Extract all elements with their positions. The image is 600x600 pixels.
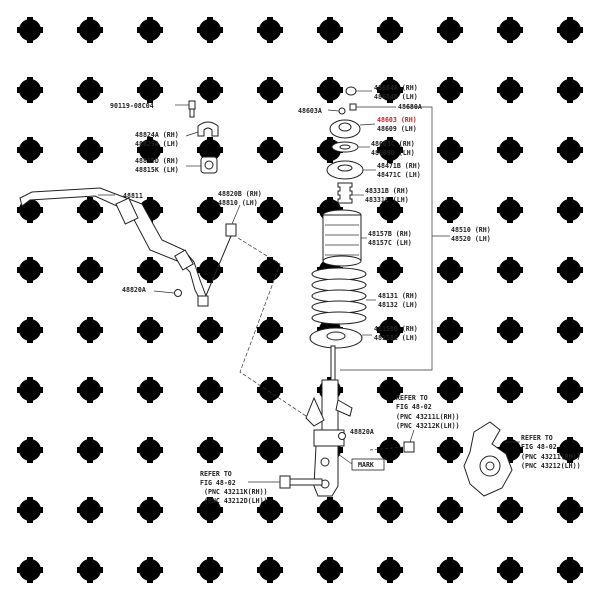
label-48684b: 48684B (LH) xyxy=(374,93,418,101)
label-48331c: 48331C (LH) xyxy=(365,196,409,204)
label-48680a: 48680A xyxy=(398,103,422,111)
label-48829a: 48829A (LH) xyxy=(135,140,179,148)
shock-absorber-icon xyxy=(305,345,353,497)
steering-knuckle-icon xyxy=(463,421,513,497)
top-cap-icon xyxy=(345,86,357,96)
label-48603-highlighted: 48603 (RH) xyxy=(377,116,417,124)
label-48157c: 48157C (LH) xyxy=(368,239,412,247)
label-mark: MARK xyxy=(358,461,374,469)
nut-48820a-right-icon xyxy=(338,432,346,440)
ref-right-line-2: FIG 48-02 xyxy=(521,443,557,451)
ref-center-line-3: (PNC 43211L(RH)) xyxy=(396,413,460,421)
ref-right-line-1: REFER TO xyxy=(521,434,553,442)
ref-right-line-3: (PNC 43211(RH)) xyxy=(521,453,581,461)
stabilizer-bushing-icon xyxy=(200,156,218,174)
ref-bottom-left-line-2: FIG 48-02 xyxy=(200,479,236,487)
bolt-90119-icon xyxy=(188,100,196,118)
nut-48820a-left-icon xyxy=(174,289,182,297)
label-48131: 48131 (RH) xyxy=(378,292,418,300)
ref-center-line-2: FIG 48-02 xyxy=(396,403,432,411)
label-48471b: 48471B (RH) xyxy=(377,162,421,170)
label-48811: 48811 xyxy=(123,192,143,200)
label-48157b: 48157B (RH) xyxy=(368,230,412,238)
strut-bearing-icon xyxy=(331,141,359,153)
nut-48680a-icon xyxy=(349,103,357,111)
ref-center-line-1: REFER TO xyxy=(396,394,428,402)
label-48820b: 48820B (RH) xyxy=(218,190,262,198)
ref-bottom-left-line-1: REFER TO xyxy=(200,470,232,478)
label-48609d: 48609D (LH) xyxy=(371,149,415,157)
label-48603c: 48603C (RH) xyxy=(371,140,415,148)
ref-right-line-4: (PNC 43212(LH)) xyxy=(521,462,581,470)
ref-center-line-4: (PNC 43212K(LH)) xyxy=(396,422,460,430)
label-48609: 48609 (LH) xyxy=(377,125,417,133)
label-48510: 48510 (RH) xyxy=(451,226,491,234)
label-48158b: 48158B (RH) xyxy=(374,325,418,333)
label-48520: 48520 (LH) xyxy=(451,235,491,243)
stabilizer-bar-icon xyxy=(19,187,207,301)
ref-bottom-left-line-4: (PNC 43212D(LH)) xyxy=(204,497,268,505)
center-nut-icon xyxy=(403,441,415,453)
spring-lower-insulator-icon xyxy=(309,327,363,349)
strut-support-icon xyxy=(329,119,361,139)
label-48684a: 48684A (RH) xyxy=(374,84,418,92)
label-48158c: 48158C (LH) xyxy=(374,334,418,342)
label-90119: 90119-08C04 xyxy=(110,102,154,110)
label-48603a: 48603A xyxy=(298,107,322,115)
coil-spring-icon xyxy=(311,267,367,325)
spring-upper-seat-icon xyxy=(326,160,364,180)
label-48815d: 48815D (RH) xyxy=(135,157,179,165)
label-48331b: 48331B (RH) xyxy=(365,187,409,195)
bump-stopper-icon xyxy=(337,182,353,204)
watermark-pattern xyxy=(17,17,583,583)
label-48132: 48132 (LH) xyxy=(378,301,418,309)
dust-boot-icon xyxy=(322,209,362,267)
label-48810: 48810 (LH) xyxy=(218,199,258,207)
ref-bottom-left-line-3: (PNC 43211K(RH)) xyxy=(204,488,268,496)
stabilizer-bracket-icon xyxy=(197,121,219,137)
label-48824a: 48824A (RH) xyxy=(135,131,179,139)
nut-48603a-icon xyxy=(338,107,346,115)
stabilizer-link-icon xyxy=(197,223,237,307)
label-48471c: 48471C (LH) xyxy=(377,171,421,179)
label-48820a-left: 48820A xyxy=(122,286,146,294)
label-48815k: 48815K (LH) xyxy=(135,166,179,174)
label-48820a-right: 48820A xyxy=(350,428,374,436)
mark-box xyxy=(351,458,385,471)
